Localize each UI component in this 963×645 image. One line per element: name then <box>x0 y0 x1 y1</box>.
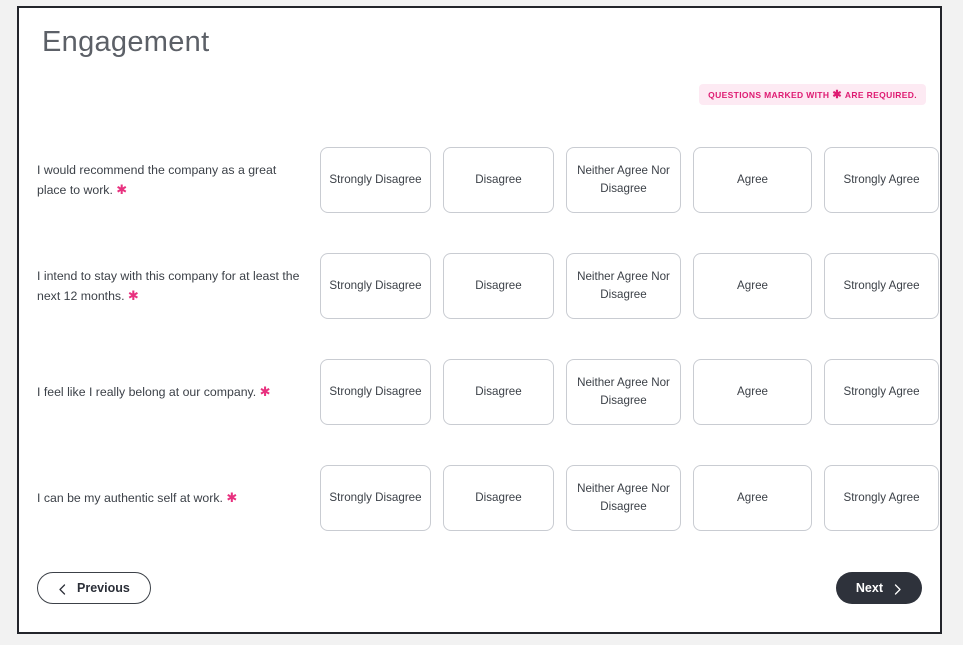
asterisk-icon: ✱ <box>832 88 842 101</box>
answer-options: Strongly Disagree Disagree Neither Agree… <box>320 253 939 319</box>
answer-options: Strongly Disagree Disagree Neither Agree… <box>320 465 939 531</box>
option-disagree[interactable]: Disagree <box>443 465 554 531</box>
option-strongly-disagree[interactable]: Strongly Disagree <box>320 147 431 213</box>
next-button[interactable]: Next <box>835 572 922 604</box>
option-strongly-agree[interactable]: Strongly Agree <box>824 253 939 319</box>
chevron-right-icon <box>894 584 902 595</box>
option-strongly-agree[interactable]: Strongly Agree <box>824 147 939 213</box>
question-row: I intend to stay with this company for a… <box>19 233 940 339</box>
option-agree[interactable]: Agree <box>693 359 812 425</box>
question-label: I can be my authentic self at work. ✱ <box>37 488 309 508</box>
option-neither-agree-nor-disagree[interactable]: Neither Agree Nor Disagree <box>566 253 681 319</box>
required-asterisk-icon: ✱ <box>259 384 271 399</box>
question-row: I can be my authentic self at work. ✱ St… <box>19 445 940 551</box>
required-notice-prefix: QUESTIONS MARKED WITH <box>708 89 830 100</box>
chevron-left-icon <box>58 584 66 595</box>
option-strongly-agree[interactable]: Strongly Agree <box>824 359 939 425</box>
question-text: I feel like I really belong at our compa… <box>37 385 257 399</box>
option-strongly-disagree[interactable]: Strongly Disagree <box>320 465 431 531</box>
question-text: I can be my authentic self at work. <box>37 491 223 505</box>
option-strongly-disagree[interactable]: Strongly Disagree <box>320 253 431 319</box>
question-text: I would recommend the company as a great… <box>37 163 277 197</box>
option-agree[interactable]: Agree <box>693 147 812 213</box>
question-label: I intend to stay with this company for a… <box>37 266 309 306</box>
question-label: I feel like I really belong at our compa… <box>37 382 309 402</box>
question-list: I would recommend the company as a great… <box>19 127 940 551</box>
option-strongly-agree[interactable]: Strongly Agree <box>824 465 939 531</box>
option-neither-agree-nor-disagree[interactable]: Neither Agree Nor Disagree <box>566 147 681 213</box>
required-asterisk-icon: ✱ <box>226 490 238 505</box>
option-disagree[interactable]: Disagree <box>443 147 554 213</box>
option-agree[interactable]: Agree <box>693 253 812 319</box>
required-questions-notice: QUESTIONS MARKED WITH ✱ ARE REQUIRED. <box>699 84 926 105</box>
option-disagree[interactable]: Disagree <box>443 359 554 425</box>
navigation-footer: Previous Next <box>19 572 940 606</box>
option-neither-agree-nor-disagree[interactable]: Neither Agree Nor Disagree <box>566 359 681 425</box>
previous-button[interactable]: Previous <box>37 572 151 604</box>
question-row: I would recommend the company as a great… <box>19 127 940 233</box>
option-neither-agree-nor-disagree[interactable]: Neither Agree Nor Disagree <box>566 465 681 531</box>
option-agree[interactable]: Agree <box>693 465 812 531</box>
question-label: I would recommend the company as a great… <box>37 160 309 200</box>
survey-card: Engagement QUESTIONS MARKED WITH ✱ ARE R… <box>17 6 942 634</box>
required-asterisk-icon: ✱ <box>116 182 128 197</box>
answer-options: Strongly Disagree Disagree Neither Agree… <box>320 359 939 425</box>
page-title: Engagement <box>42 26 210 58</box>
option-disagree[interactable]: Disagree <box>443 253 554 319</box>
required-asterisk-icon: ✱ <box>127 288 139 303</box>
next-button-label: Next <box>855 581 883 595</box>
required-notice-suffix: ARE REQUIRED. <box>844 89 917 100</box>
question-row: I feel like I really belong at our compa… <box>19 339 940 445</box>
question-text: I intend to stay with this company for a… <box>37 269 300 303</box>
option-strongly-disagree[interactable]: Strongly Disagree <box>320 359 431 425</box>
answer-options: Strongly Disagree Disagree Neither Agree… <box>320 147 939 213</box>
previous-button-label: Previous <box>77 581 130 595</box>
